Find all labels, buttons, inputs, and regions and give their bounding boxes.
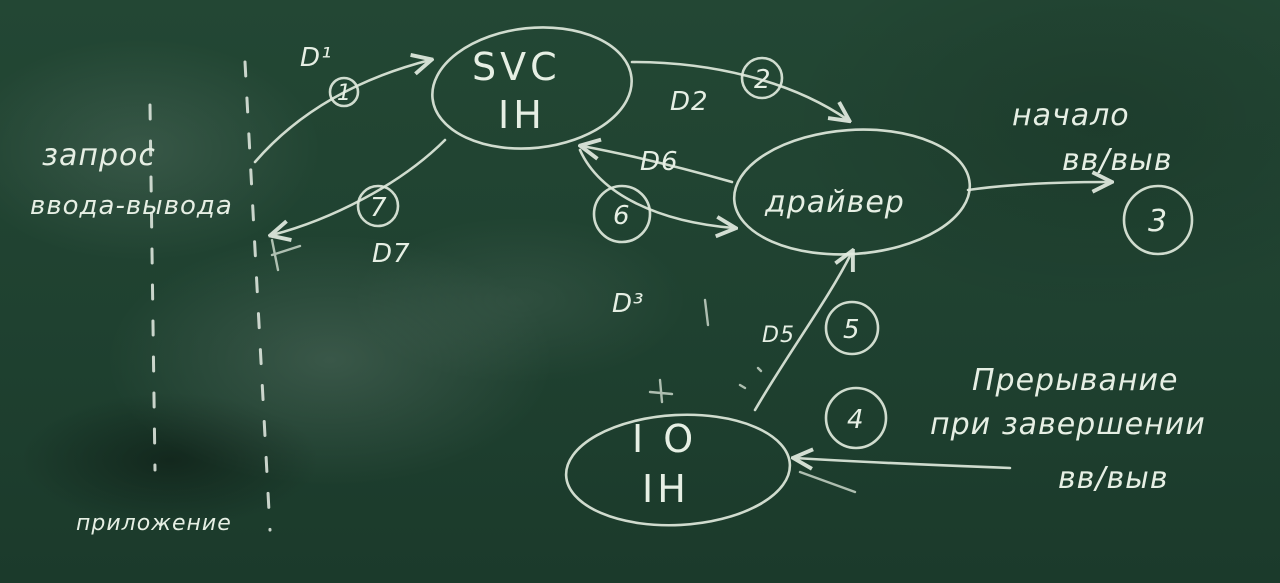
driver-node [732,128,972,256]
step-circle-3 [1122,184,1194,256]
step-number-4: 4 [847,405,865,435]
interrupt-label-line1: Прерывание [972,363,1178,398]
edge-driver-to-start [966,182,1110,190]
edge-label-d7: D7 [372,239,411,269]
application-label: приложение [76,511,232,536]
request-label-line1: запрос [42,138,156,173]
step-circle-1 [328,76,360,108]
step-number-7: 7 [370,193,388,223]
driver-label: драйвер [764,185,905,220]
step-number-2: 2 [754,65,772,95]
step-number-6: 6 [613,201,631,231]
edge-svc-to-driver-6 [578,148,734,228]
step-circle-5 [824,300,880,356]
svc-ih-line2: IH [498,93,546,137]
dotted-connector [703,298,763,390]
step-circle-2 [740,56,784,100]
edge-label-d1: D¹ [300,43,332,73]
svc-ih-line1: SVC [472,45,561,89]
arrow-tick-io [648,378,674,404]
edge-label-d5: D5 [762,323,795,348]
edge-stroke-extra [798,470,857,494]
edge-svc-to-request [272,138,447,235]
edge-label-d3: D³ [612,289,644,319]
app-boundary-line [243,60,272,532]
svc-ih-node [431,26,633,150]
step-number-5: 5 [843,315,861,345]
start-label-line2: вв/выв [1062,143,1173,178]
edge-label-d2: D2 [670,87,709,117]
arrow-tick-left [270,238,302,272]
edge-interrupt-to-io [795,458,1012,468]
step-number-1: 1 [337,81,352,106]
step-circle-6 [592,184,652,244]
edge-request-to-svc [253,60,430,164]
edge-io-to-driver [753,252,852,412]
step-circle-7 [356,184,400,228]
interrupt-label-line3: вв/выв [1058,461,1169,496]
interrupt-label-line2: при завершении [930,407,1206,442]
step-number-3: 3 [1148,204,1168,239]
edge-label-d6: D6 [640,147,679,177]
start-label-line1: начало [1012,98,1130,133]
io-ih-line1: I O [632,417,697,461]
io-ih-line2: IH [642,467,690,511]
edge-driver-to-svc [582,146,734,184]
left-boundary-line [148,103,157,472]
io-ih-node [564,413,792,527]
edge-svc-to-driver [630,60,848,120]
step-circle-4 [824,386,888,450]
request-label-line2: ввода-вывода [30,191,233,221]
